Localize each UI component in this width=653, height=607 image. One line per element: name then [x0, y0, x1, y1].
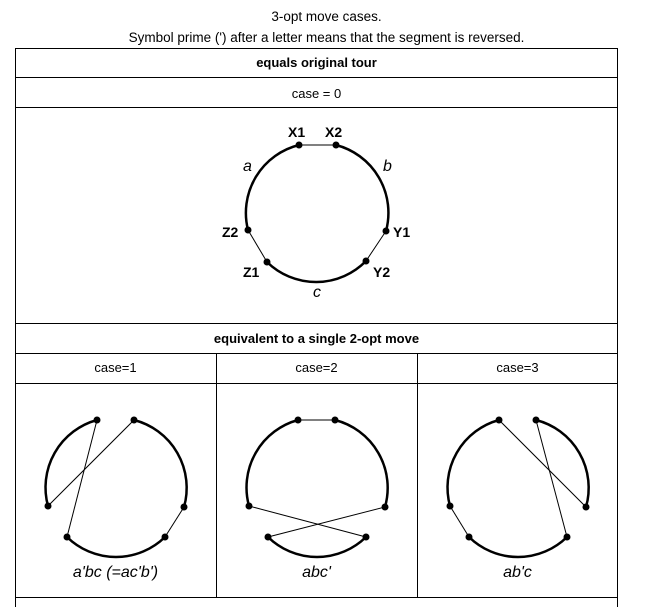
table-divider: [15, 323, 618, 324]
label-segment-a: a: [243, 158, 252, 175]
edge: [47, 419, 135, 507]
label-z2: Z2: [222, 224, 239, 240]
segment-c-arc: [468, 536, 568, 559]
segment-a-arc: [244, 143, 300, 231]
edge: [248, 505, 367, 538]
table-divider: [15, 353, 618, 354]
segment-b-arc: [335, 143, 390, 232]
case-1-diagram: [44, 416, 188, 559]
case-3-header: case=3: [496, 360, 539, 375]
node-y2: [362, 257, 370, 265]
segment-a-arc: [44, 418, 98, 507]
edge: [267, 506, 386, 538]
node: [495, 416, 503, 424]
original-tour-diagram: [244, 141, 390, 284]
segment-b-arc: [535, 418, 590, 508]
segment-a-arc: [446, 418, 500, 507]
edge: [498, 419, 587, 508]
table-column-divider: [216, 353, 217, 597]
case-2-diagram: [245, 416, 389, 559]
edge: [66, 419, 98, 538]
table-divider: [15, 107, 618, 108]
node-x1: [295, 141, 303, 149]
page-title: 3-opt move cases.: [271, 9, 382, 24]
table-border-right: [617, 48, 618, 607]
table-divider: [15, 383, 618, 384]
label-z1: Z1: [243, 264, 260, 280]
segment-b-arc: [133, 418, 188, 508]
node: [563, 533, 571, 541]
case-3-caption: ab'c: [503, 564, 532, 581]
label-y1: Y1: [393, 224, 411, 240]
node-z2: [244, 226, 252, 234]
table-divider: [15, 597, 618, 598]
edge: [164, 506, 185, 538]
node-z1: [263, 258, 271, 266]
node: [582, 503, 590, 511]
node: [381, 503, 389, 511]
case-2-header: case=2: [295, 360, 338, 375]
table-divider: [15, 77, 618, 78]
label-x2: X2: [325, 124, 343, 140]
section-heading-2opt: equivalent to a single 2-opt move: [213, 331, 420, 346]
table-border-left: [15, 48, 16, 607]
edge: [449, 505, 470, 538]
node-x2: [332, 141, 340, 149]
node-y1: [382, 227, 390, 235]
node: [245, 502, 253, 510]
node: [331, 416, 339, 424]
segment-c-arc: [66, 536, 166, 559]
case-3-diagram: [446, 416, 590, 559]
node: [93, 416, 101, 424]
segment-b-arc: [334, 418, 389, 508]
node: [44, 502, 52, 510]
node: [294, 416, 302, 424]
node: [465, 533, 473, 541]
case-1-header: case=1: [94, 360, 137, 375]
label-y2: Y2: [373, 264, 391, 280]
label-segment-c: c: [313, 284, 321, 301]
section-heading-original: equals original tour: [256, 55, 377, 70]
node: [362, 533, 370, 541]
label-x1: X1: [288, 124, 306, 140]
case-1-caption: a'bc (=ac'b'): [72, 564, 159, 581]
page-subtitle: Symbol prime (') after a letter means th…: [128, 30, 525, 45]
node: [532, 416, 540, 424]
segment-c-arc: [266, 260, 367, 284]
edge-z1-z2: [247, 229, 268, 263]
table-column-divider: [417, 353, 418, 597]
node: [130, 416, 138, 424]
segment-a-arc: [245, 418, 299, 507]
node: [63, 533, 71, 541]
node: [446, 502, 454, 510]
case-2-caption: abc': [302, 564, 331, 581]
table-border-top: [15, 48, 618, 49]
node: [161, 533, 169, 541]
edge: [535, 419, 568, 538]
node: [180, 503, 188, 511]
segment-c-arc: [267, 536, 367, 559]
label-segment-b: b: [383, 158, 392, 175]
edge-y1-y2: [365, 230, 387, 262]
node: [264, 533, 272, 541]
case-0-label: case = 0: [291, 86, 342, 101]
